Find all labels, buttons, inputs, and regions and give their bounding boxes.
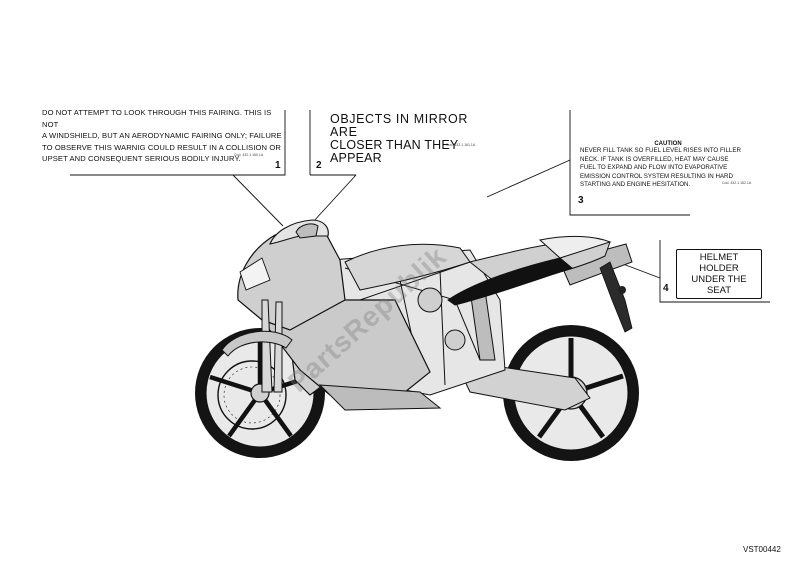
callout-number-4: 4	[663, 283, 669, 294]
caution-label-code: Cod. 432.1.162.1A	[722, 181, 752, 185]
tail-top	[538, 235, 612, 259]
caution-body: NEVER FILL TANK SO FUEL LEVEL RISES INTO…	[580, 147, 756, 190]
caution-line: EMISSION CONTROL SYSTEM RESULTING IN HAR…	[580, 172, 733, 180]
fairing-warning-line: TO OBSERVE THIS WARNIG COULD RESULT IN A…	[42, 142, 281, 152]
leader-line-1	[70, 110, 286, 176]
mirror-warning-text: OBJECTS IN MIRROR ARE CLOSER THAN THEY A…	[330, 113, 480, 165]
mirror	[295, 223, 319, 239]
leader-line-1-pointer	[232, 174, 284, 227]
mirror-warning-line: OBJECTS IN MIRROR ARE	[330, 112, 468, 139]
fairing-warning-text: DO NOT ATTEMPT TO LOOK THROUGH THIS FAIR…	[42, 107, 282, 165]
callout-number-2: 2	[316, 160, 322, 171]
fairing-label-code: Cod. 432.1.160.1A	[234, 153, 264, 157]
fairing-warning-line: UPSET AND CONSEQUENT SERIOUS BODILY INJU…	[42, 154, 241, 163]
caution-line: NECK. IF TANK IS OVERFILLED, HEAT MAY CA…	[580, 155, 729, 163]
callout-number-1: 1	[275, 160, 281, 171]
helmet-line: UNDER THE SEAT	[691, 274, 747, 296]
plate-bracket	[599, 261, 633, 333]
lower-fairing	[260, 299, 431, 401]
leader-line-2-pointer	[312, 174, 357, 223]
fairing-warning-line: A WINDSHIELD, BUT AN AERODYNAMIC FAIRING…	[42, 131, 282, 140]
drawing-reference: VST00442	[743, 545, 781, 554]
callout-number-3: 3	[578, 195, 584, 206]
seat	[447, 257, 574, 306]
leader-line-3-pointer	[486, 159, 571, 198]
leader-line-3	[569, 110, 690, 216]
caution-label: CAUTION NEVER FILL TANK SO FUEL LEVEL RI…	[580, 141, 756, 190]
caution-line: NEVER FILL TANK SO FUEL LEVEL RISES INTO…	[580, 147, 741, 154]
caution-title: CAUTION	[654, 141, 682, 147]
front-mudguard	[221, 330, 293, 357]
fairing-warning-line: DO NOT ATTEMPT TO LOOK THROUGH THIS FAIR…	[42, 108, 272, 129]
mirror-warning-line: CLOSER THAN THEY APPEAR	[330, 138, 459, 165]
fuel-tank	[344, 243, 471, 291]
front-fork	[261, 299, 283, 393]
mirror-label-code: Cod. 432.1.161.1A	[446, 143, 476, 147]
helmet-line: HELMET HOLDER	[699, 252, 739, 274]
caution-line: STARTING AND ENGINE HESITATION.	[580, 181, 691, 189]
leader-lines	[70, 110, 770, 303]
headlight	[239, 257, 271, 291]
caution-line: FUEL TO EXPAND AND FLOW INTO EVAPORATIVE	[580, 164, 728, 172]
belly-pan	[318, 384, 442, 411]
leader-line-4	[659, 240, 770, 303]
helmet-holder-label: HELMET HOLDER UNDER THE SEAT	[676, 249, 762, 299]
